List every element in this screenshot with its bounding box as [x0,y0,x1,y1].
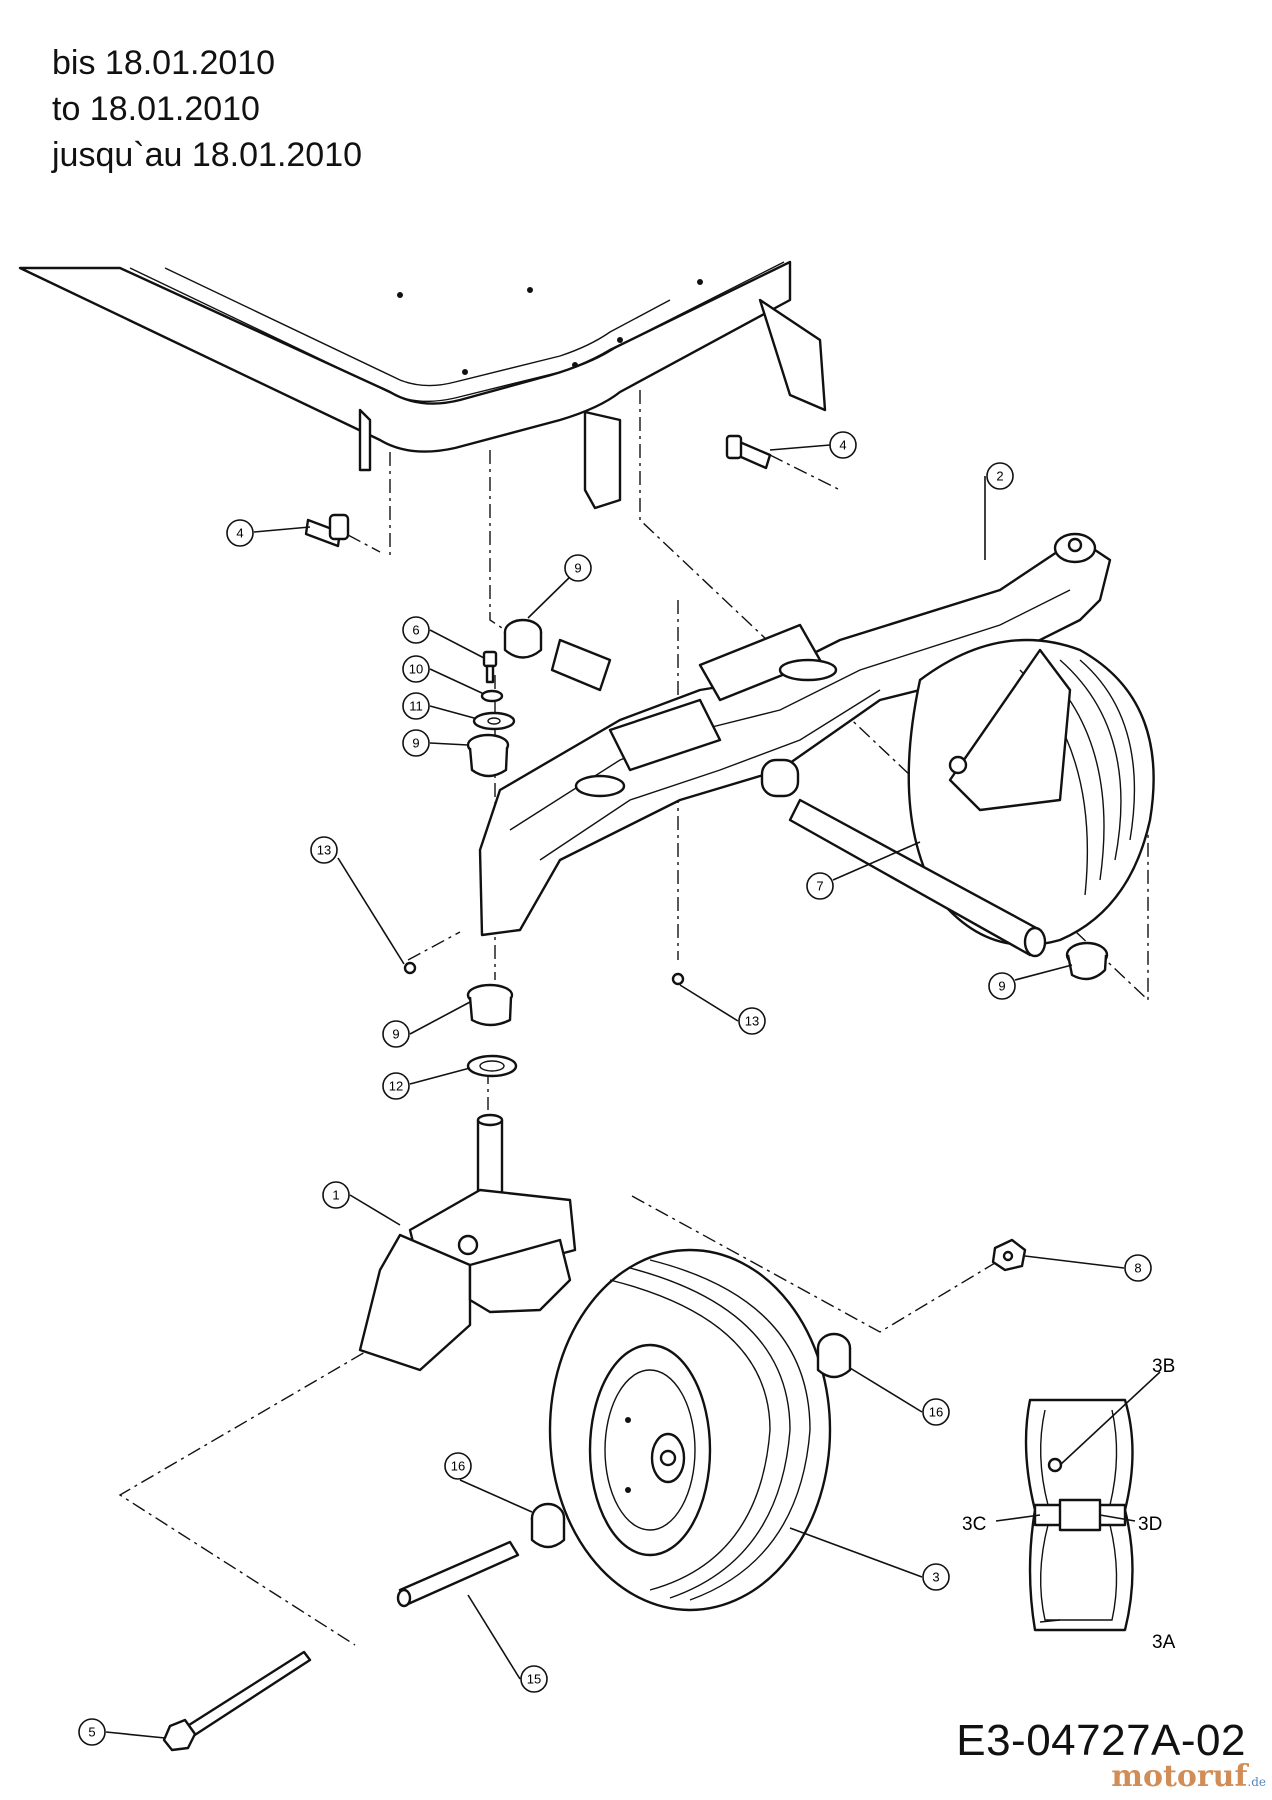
caster-fork [358,1113,577,1372]
axle-15 [396,1540,520,1608]
svg-text:10: 10 [409,662,423,677]
callout-2: 2 [986,462,1014,490]
svg-text:4: 4 [236,526,243,541]
svg-text:9: 9 [998,979,1005,994]
washer-12 [466,1054,518,1078]
callout-9-lower: 9 [382,1020,410,1048]
watermark-tld: .de [1247,1775,1266,1789]
watermark-brand: motoruf [1111,1759,1248,1794]
axle-7 [788,798,1047,958]
grease-fitting-13-right [671,972,685,986]
callout-9-left: 9 [402,729,430,757]
bushing-9-lower [466,983,514,1027]
svg-text:1: 1 [332,1188,339,1203]
bolt-4-right [725,434,772,470]
washer-11 [472,711,516,731]
validity-line-german: bis 18.01.2010 [52,44,276,82]
callout-9-top: 9 [564,554,592,582]
svg-text:13: 13 [745,1014,759,1029]
rear-wheel [907,638,1155,947]
svg-text:16: 16 [451,1459,465,1474]
callout-11: 11 [402,692,430,720]
callout-12: 12 [382,1072,410,1100]
spacer-16-right [816,1332,852,1379]
callout-7: 7 [806,872,834,900]
validity-note: bis 18.01.2010 to 18.01.2010 jusqu`au 18… [52,40,362,178]
svg-text:8: 8 [1134,1261,1141,1276]
nut-8 [991,1238,1027,1272]
callout-9-right: 9 [988,972,1016,1000]
callout-16-left: 16 [444,1452,472,1480]
svg-text:12: 12 [389,1079,403,1094]
callout-4-left: 4 [226,519,254,547]
svg-text:9: 9 [574,561,581,576]
svg-text:6: 6 [412,623,419,638]
washer-10 [480,689,504,703]
watermark-logo: motoruf.de [1111,1759,1266,1794]
callout-8: 8 [1124,1254,1152,1282]
grease-fitting-13-left [403,961,417,975]
pivot-bar-assembly [478,532,1112,937]
callout-10: 10 [402,655,430,683]
label-3C: 3C [962,1514,986,1535]
callout-5: 5 [78,1718,106,1746]
drawing-number: E3-04727A-02 [956,1716,1246,1765]
svg-text:9: 9 [392,1027,399,1042]
label-3B: 3B [1152,1356,1175,1377]
callout-15: 15 [520,1665,548,1693]
bolt-6 [482,650,498,684]
svg-text:3: 3 [932,1570,939,1585]
callout-13-left: 13 [310,836,338,864]
mower-deck-frame [18,260,827,510]
validity-line-french: jusqu`au 18.01.2010 [52,136,363,174]
callout-4-right: 4 [829,431,857,459]
bolt-4-left [304,513,350,548]
callout-6: 6 [402,616,430,644]
bushing-9-top [503,618,543,659]
callout-16-right: 16 [922,1398,950,1426]
callout-13-right: 13 [738,1007,766,1035]
svg-text:13: 13 [317,843,331,858]
front-wheel [548,1248,832,1612]
svg-text:16: 16 [929,1405,943,1420]
validity-line-english: to 18.01.2010 [52,90,260,128]
bushing-9-left [466,733,510,778]
label-3D: 3D [1138,1514,1162,1535]
svg-text:11: 11 [409,699,423,714]
tire-cross-section [1024,1398,1134,1632]
callout-1: 1 [322,1181,350,1209]
bushing-9-right [1065,941,1109,981]
callout-3: 3 [922,1563,950,1591]
label-3A: 3A [1152,1632,1176,1653]
axle-stub-top [550,638,612,692]
svg-text:15: 15 [527,1672,541,1687]
spacer-16-left [530,1502,566,1549]
svg-text:9: 9 [412,736,419,751]
svg-text:2: 2 [996,469,1003,484]
bolt-5 [162,1650,312,1752]
svg-text:5: 5 [88,1725,95,1740]
svg-text:7: 7 [816,879,823,894]
svg-text:4: 4 [839,438,846,453]
